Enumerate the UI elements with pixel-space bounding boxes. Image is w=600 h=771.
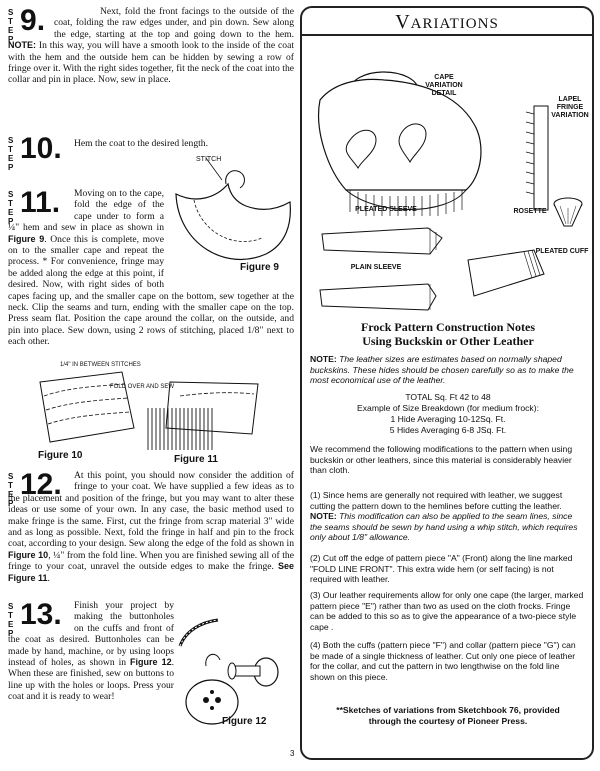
figure-9-stitch-label: STITCH [196,156,222,163]
pleated-cuff-sketch [467,249,545,297]
plain-sleeve-label: PLAIN SLEEVE [350,264,402,271]
lapel-fringe-sketch [525,105,549,211]
figure-11-label: Figure 11 [174,454,218,465]
step-11-text: Moving on to the cape, fold the edge of … [8,188,294,348]
step-13-text: Finish your project by making the button… [8,600,175,703]
figure-10-label: Figure 10 [38,450,83,461]
modification-4: (4) Both the cuffs (pattern piece "F") a… [310,640,576,682]
hides-line-2: 5 Hides Averaging 6-8 JSq. Ft. [389,425,507,435]
figure-12-label: Figure 12 [222,716,267,727]
note-intro: NOTE: The leather sizes are estimates ba… [310,354,574,386]
step-number: 13. [20,598,62,631]
modification-3: (3) Our leather requirements allow for o… [310,590,584,632]
step-number: 12. [20,468,62,501]
step-12-text: At this point, you should now consider t… [8,470,294,584]
step-10-text: Hem the coat to the desired length. [74,138,209,149]
rosette-label: ROSETTE [513,208,547,215]
page-number: 3 [290,749,295,758]
figure-10-drawing [39,371,135,443]
variations-panel: VARIATIONS CAPE VARIATION DETAIL LAPEL F… [300,6,594,760]
size-breakdown: Example of Size Breakdown (for medium fr… [357,403,539,413]
between-stitches-label: 1/4" IN BETWEEN STITCHES [60,362,141,368]
total-sq-ft: TOTAL Sq. Ft 42 to 48 [405,392,491,402]
panel-title: VARIATIONS [302,8,592,36]
plain-sleeve-sketch [319,283,437,311]
step-12: STEP 12. At this point, you should now c… [8,470,294,594]
step-tag: STEP [8,190,14,226]
figure-12-drawing [178,618,279,725]
cape-variation-sketch [318,71,482,216]
notes-title-line-1: Frock Pattern Construction Notes [360,320,536,334]
step-10: STEP 10. Hem the coat to the desired len… [8,132,294,173]
pleated-cuff-label: PLEATED CUFF [535,248,589,255]
fold-over-label: FOLD OVER AND SEW [110,384,175,390]
credit-line: **Sketches of variations from Sketchbook… [336,705,560,726]
pleated-sleeve-label: PLEATED SLEEVE [355,206,417,213]
step-11: STEP 11. Moving on to the cape, fold the… [8,188,294,360]
figure-11-drawing [147,381,259,450]
step-9: STEP 9. Next, fold the front facings to … [8,6,294,126]
step-number: 11. [20,186,61,219]
figure-9-label: Figure 9 [240,262,279,273]
lapel-fringe-label: LAPEL FRINGE VARIATION [551,96,589,119]
modification-1: (1) Since hems are generally not require… [310,490,578,543]
step-tag: STEP [8,136,14,172]
pleated-sleeve-sketch [321,227,443,255]
recommend-paragraph: We recommend the following modifications… [310,444,573,476]
step-tag: STEP [8,602,14,638]
hides-line-1: 1 Hide Averaging 10-12Sq. Ft. [390,414,506,424]
modification-2: (2) Cut off the edge of pattern piece "A… [310,553,573,585]
notes-title-line-2: Using Buckskin or Other Leather [362,334,534,348]
step-tag: STEP [8,8,14,44]
figure-9-drawing [175,157,291,261]
step-number: 10. [20,132,62,165]
rosette-sketch [553,197,583,227]
cape-variation-label: CAPE VARIATION DETAIL [425,74,463,97]
step-13: STEP 13. Finish your project by making t… [8,600,294,760]
step-tag: STEP [8,472,14,508]
step-9-text: Next, fold the front facings to the outs… [8,6,294,86]
step-number: 9. [20,4,46,37]
